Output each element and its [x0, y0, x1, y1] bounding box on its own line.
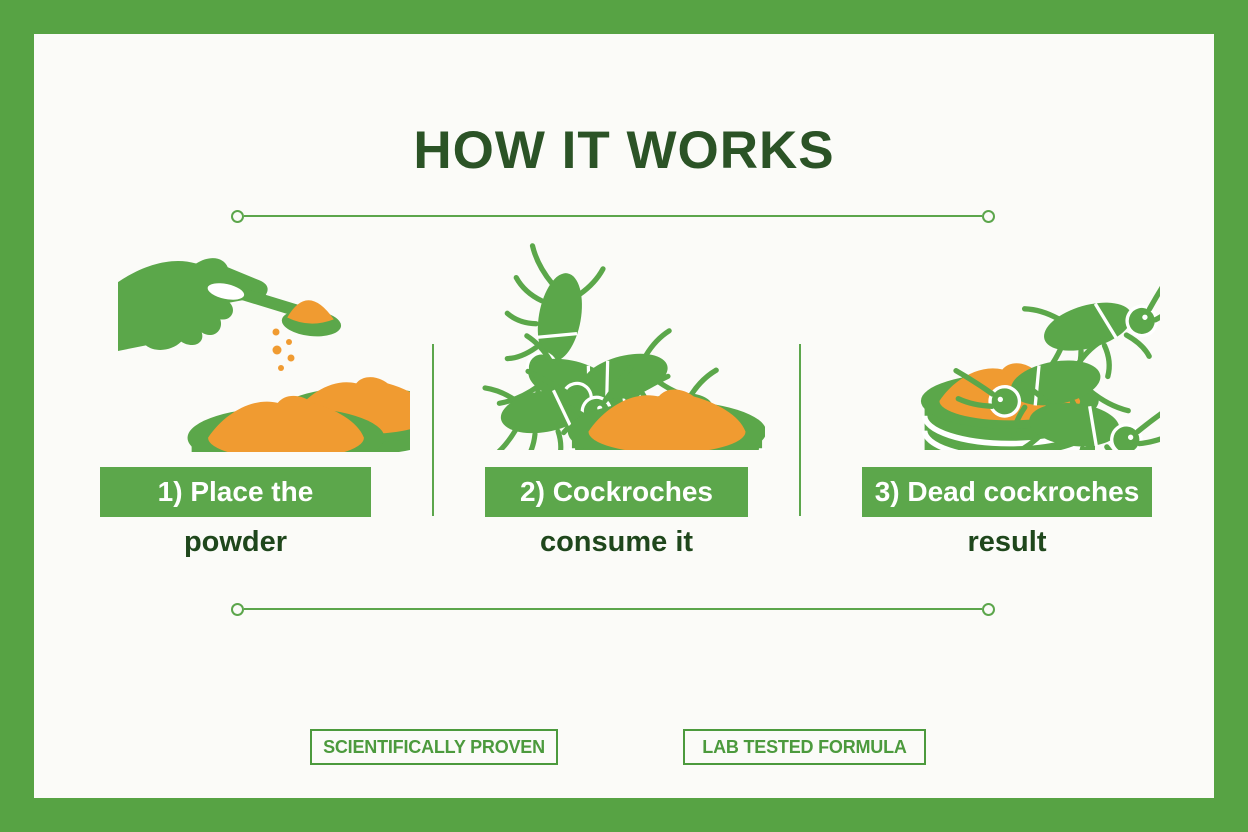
page-title: HOW IT WORKS — [413, 121, 835, 180]
vertical-divider — [799, 344, 801, 516]
step2-caption: consume it — [539, 526, 694, 558]
step1-badge-label: 1) Place the — [157, 476, 314, 507]
top-ornament-line — [231, 208, 995, 224]
step3-badge: 3) Dead cockroches — [862, 467, 1152, 517]
line-end-circle-icon — [231, 602, 244, 616]
step3-dead-cockroaches-icon — [870, 278, 1160, 450]
bottom-ornament-line — [231, 601, 995, 617]
scientifically-proven-label: SCIENTIFICALLY PROVEN — [323, 736, 545, 757]
lab-tested-formula-badge: LAB TESTED FORMULA — [683, 729, 926, 765]
lab-tested-formula-label: LAB TESTED FORMULA — [702, 736, 907, 757]
step3-caption: result — [967, 526, 1047, 558]
step1-badge: 1) Place the — [100, 467, 371, 517]
step2-badge: 2) Cockroches — [485, 467, 748, 517]
horizontal-line — [244, 608, 982, 610]
poster-canvas: HOW IT WORKS — [34, 34, 1214, 798]
line-end-circle-icon — [982, 209, 995, 223]
step1-caption: powder — [183, 526, 288, 558]
falling-powder-dots-icon — [272, 328, 295, 371]
step3-badge-label: 3) Dead cockroches — [874, 476, 1140, 507]
hand-with-spoon-icon — [118, 258, 342, 351]
horizontal-line — [244, 215, 982, 217]
vertical-divider — [432, 344, 434, 516]
scientifically-proven-badge: SCIENTIFICALLY PROVEN — [310, 729, 558, 765]
step2-badge-label: 2) Cockroches — [520, 476, 713, 507]
line-end-circle-icon — [231, 209, 244, 223]
line-end-circle-icon — [982, 602, 995, 616]
step2-cockroaches-consuming-icon — [455, 240, 765, 450]
step1-hand-pouring-powder-icon — [100, 252, 410, 452]
